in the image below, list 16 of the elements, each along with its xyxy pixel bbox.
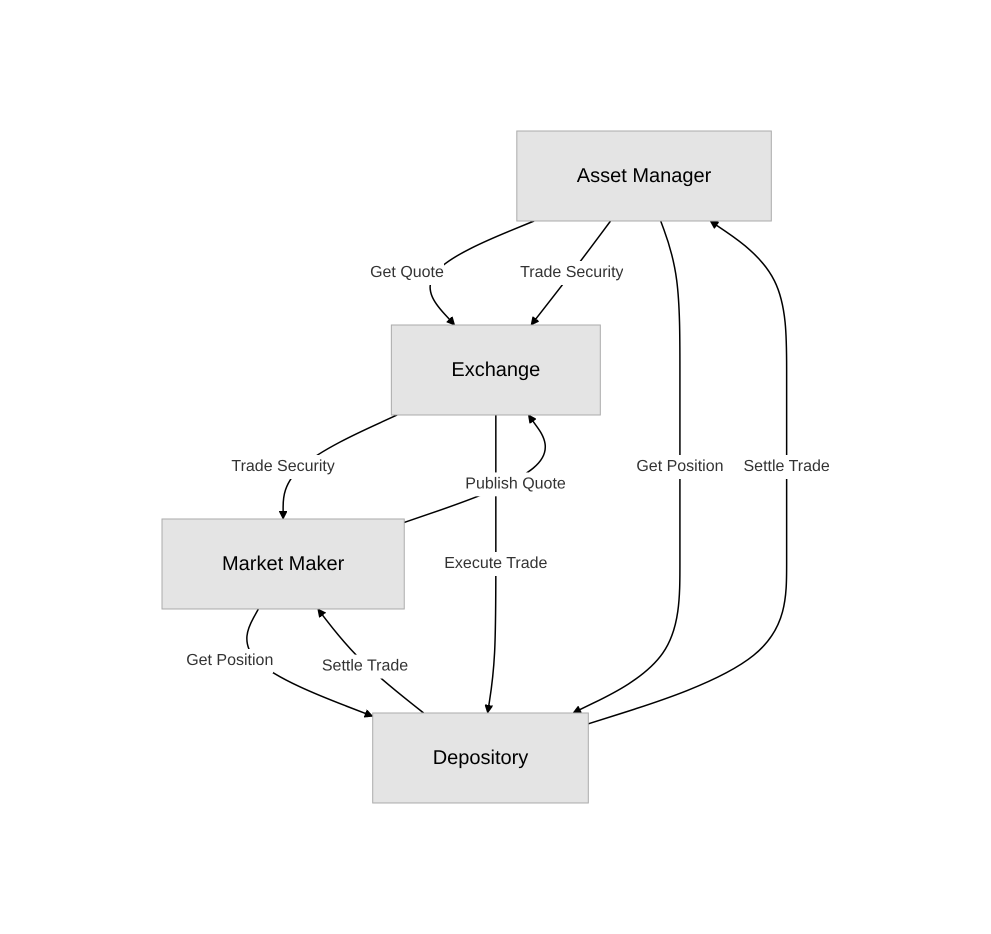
edge-label: Execute Trade <box>444 554 548 572</box>
edge-label: Settle Trade <box>743 458 830 475</box>
edge-label: Publish Quote <box>464 475 566 492</box>
edge-label: Trade Security <box>231 458 334 475</box>
edge-label: Trade Security <box>520 264 624 281</box>
edge-label: Get Quote <box>370 264 444 281</box>
arrow <box>588 220 787 725</box>
edge-label: Get Position <box>186 652 273 669</box>
node-box: Asset Manager <box>516 130 772 222</box>
node-box: Depository <box>372 712 588 804</box>
edge-label: Settle Trade <box>321 658 408 675</box>
edge-label: Get Position <box>636 458 724 475</box>
arrow <box>572 220 680 714</box>
node-box: Exchange <box>390 324 600 416</box>
arrow <box>317 608 424 714</box>
node-box: Market Maker <box>161 518 404 610</box>
